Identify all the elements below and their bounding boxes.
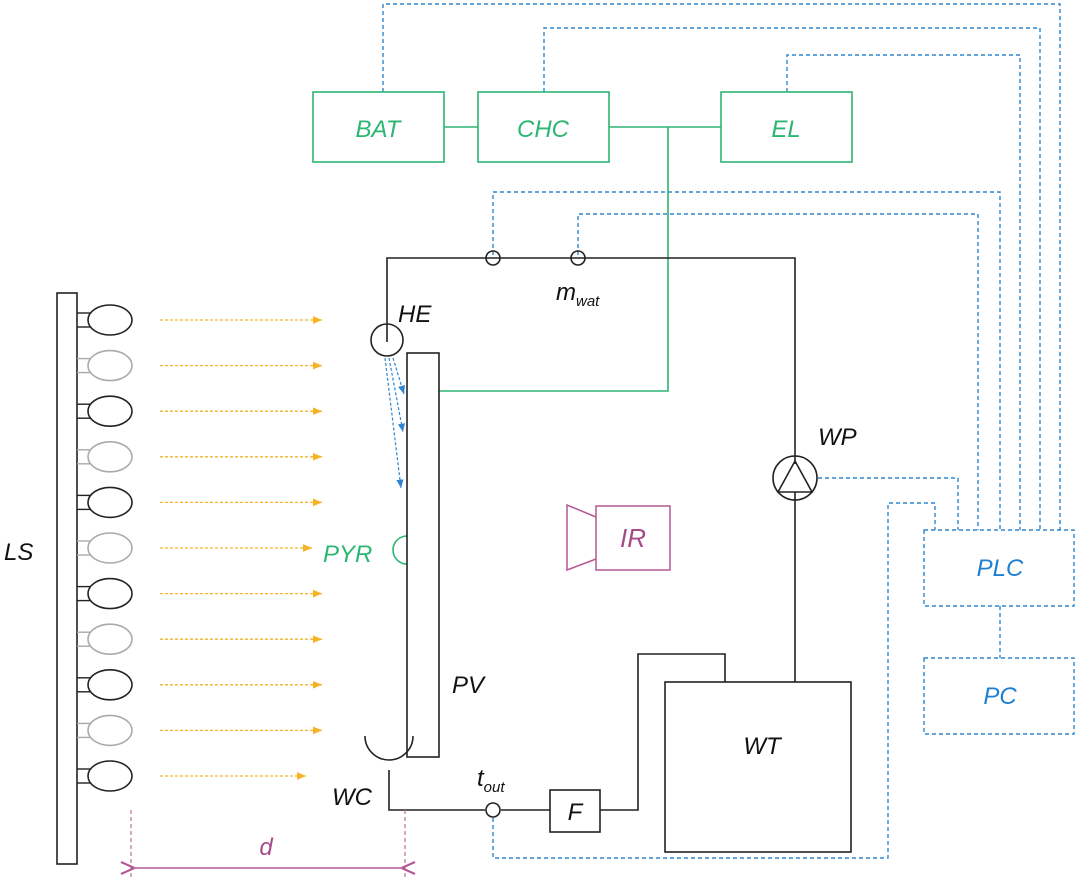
lamp-bulb [87, 577, 133, 610]
lamp-4 [77, 440, 133, 473]
lamp-10 [77, 714, 133, 747]
mwat-sub: wat [576, 293, 600, 310]
lamp-bulb [87, 714, 133, 747]
lamp-11 [77, 760, 133, 792]
power-system [312, 91, 853, 565]
ir-label: IR [620, 523, 646, 553]
f-label: F [568, 799, 584, 826]
lamp-6 [77, 532, 133, 564]
lamp-group [77, 304, 133, 792]
pc-label: PC [983, 683, 1017, 710]
filter-box [549, 789, 601, 833]
lamp-rack [56, 292, 78, 865]
lamp-1 [77, 304, 133, 336]
distance-marker [131, 810, 405, 880]
pc-box [923, 657, 1075, 735]
pv-label: PV [452, 672, 486, 699]
signal-lines [382, 3, 1061, 859]
d-label: d [259, 834, 273, 861]
lamp-bulb [87, 668, 133, 701]
lamp-7 [77, 577, 133, 610]
heat-exchanger-symbol [370, 323, 404, 357]
lamp-9 [77, 668, 133, 701]
light-rays [160, 316, 322, 780]
plc-box [923, 529, 1075, 607]
control-system [923, 529, 1075, 735]
ls-label: LS [4, 539, 33, 566]
lamp-3 [77, 395, 133, 428]
ir-camera-body [595, 505, 671, 571]
lamp-bulb [87, 304, 133, 336]
temperature-sensor-in [485, 250, 501, 266]
pyranometer-symbol [392, 535, 408, 565]
he-label: HE [398, 301, 432, 328]
labels: BAT CHC EL HE mwat LS PYR IR WP PLC PC P… [4, 116, 1024, 861]
ir-camera [566, 503, 671, 572]
lamp-bulb [87, 623, 133, 656]
lamp-bulb [87, 349, 133, 382]
lamp-bulb [87, 395, 133, 428]
pv-module [406, 352, 440, 758]
wt-label: WT [743, 733, 783, 760]
water-collector-symbol [364, 735, 414, 761]
lamp-bulb [87, 440, 133, 473]
water-spray [384, 357, 405, 489]
water-loop [364, 250, 852, 853]
lamp-5 [77, 486, 133, 519]
bat-label: BAT [356, 116, 403, 143]
lamp-bulb [87, 760, 133, 792]
temperature-sensor-out [485, 802, 501, 818]
mwat-main: m [556, 279, 576, 306]
chc-label: CHC [517, 116, 570, 143]
tout-main: t [477, 765, 485, 792]
light-source-array [56, 292, 322, 865]
water-tank-box [664, 681, 852, 853]
lamp-bulb [87, 532, 133, 564]
el-label: EL [771, 116, 800, 143]
water-pump-symbol [772, 455, 818, 501]
pyr-label: PYR [323, 541, 372, 568]
wc-label: WC [332, 784, 373, 811]
tout-label: tout [477, 765, 505, 796]
flow-meter [570, 250, 586, 266]
wp-label: WP [818, 424, 857, 451]
tout-sub: out [484, 779, 506, 796]
lamp-8 [77, 623, 133, 656]
lamp-bulb [87, 486, 133, 519]
mwat-label: mwat [556, 279, 600, 310]
plc-label: PLC [977, 555, 1024, 582]
lamp-2 [77, 349, 133, 382]
